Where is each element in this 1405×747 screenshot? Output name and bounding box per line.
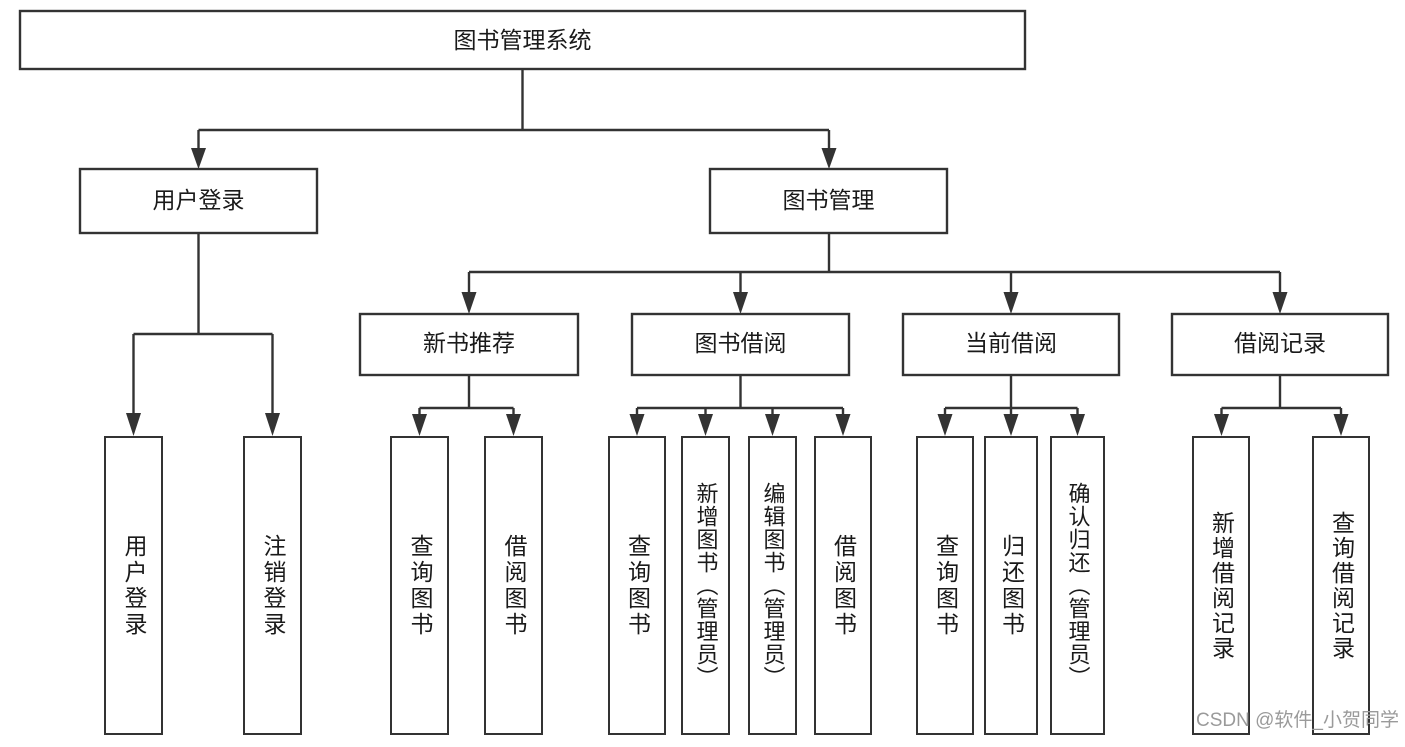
node-book-manage-box[interactable]: [708, 167, 949, 235]
node-leaf-add-book-admin[interactable]: 新增图书（管理员）: [681, 436, 730, 735]
node-leaf-query-borrow-record[interactable]: 查询借阅记录: [1312, 436, 1370, 735]
node-borrow-record-box[interactable]: [1170, 312, 1390, 377]
node-leaf-add-book-admin-label: 新增图书（管理员）: [693, 482, 719, 689]
node-borrow-record[interactable]: 借阅记录: [1170, 312, 1390, 377]
arrow-head-icon: [835, 414, 851, 436]
node-root-system[interactable]: 图书管理系统: [18, 9, 1027, 71]
node-leaf-query-books-borrow-label: 查询图书: [624, 533, 651, 638]
node-leaf-user-login-label: 用户登录: [121, 533, 147, 638]
node-leaf-query-books-rec[interactable]: 查询图书: [390, 436, 449, 735]
connector-root-to-level1: [191, 69, 837, 169]
node-leaf-borrow-books-rec[interactable]: 借阅图书: [484, 436, 543, 735]
node-book-manage[interactable]: 图书管理: [708, 167, 949, 235]
arrow-head-icon: [461, 292, 477, 314]
arrow-head-icon: [733, 292, 748, 314]
node-leaf-query-books-rec-label: 查询图书: [407, 533, 433, 638]
node-leaf-query-books-current[interactable]: 查询图书: [916, 436, 974, 735]
arrow-head-icon: [1214, 414, 1229, 436]
arrow-head-icon: [1070, 414, 1085, 436]
node-leaf-borrow-books[interactable]: 借阅图书: [814, 436, 872, 735]
arrow-head-icon: [1272, 292, 1288, 314]
connector-recommend-to-leaves: [412, 375, 521, 436]
node-leaf-query-books-current-label: 查询图书: [932, 533, 959, 638]
node-new-book-recommend[interactable]: 新书推荐: [358, 312, 580, 377]
node-leaf-edit-book-admin[interactable]: 编辑图书（管理员）: [748, 436, 797, 735]
node-root-system-box[interactable]: [18, 9, 1027, 71]
node-leaf-borrow-books-label: 借阅图书: [830, 533, 857, 638]
node-leaf-user-login[interactable]: 用户登录: [104, 436, 163, 735]
node-leaf-add-borrow-record[interactable]: 新增借阅记录: [1192, 436, 1250, 735]
arrow-head-icon: [765, 414, 780, 436]
arrow-head-icon: [191, 148, 206, 169]
node-leaf-confirm-return-admin-label: 确认归还（管理员）: [1065, 482, 1091, 689]
node-new-book-recommend-box[interactable]: [358, 312, 580, 377]
arrow-head-icon: [698, 414, 713, 436]
connector-borrow-to-leaves: [629, 375, 851, 436]
connector-book-manage-to-level2: [461, 233, 1288, 314]
arrow-head-icon: [629, 414, 645, 436]
node-leaf-user-logout-label: 注销登录: [260, 533, 286, 638]
arrow-head-icon: [1003, 292, 1019, 314]
node-leaf-edit-book-admin-label: 编辑图书（管理员）: [760, 482, 786, 689]
node-current-borrow[interactable]: 当前借阅: [901, 312, 1121, 377]
node-user-login-box[interactable]: [78, 167, 319, 235]
node-leaf-user-logout[interactable]: 注销登录: [243, 436, 302, 735]
arrow-head-icon: [126, 413, 141, 436]
arrow-head-icon: [821, 148, 837, 169]
connector-record-to-leaves: [1214, 375, 1349, 436]
node-leaf-add-borrow-record-label: 新增借阅记录: [1208, 510, 1235, 661]
arrow-head-icon: [1333, 414, 1349, 436]
arrow-head-icon: [937, 414, 953, 436]
node-leaf-return-books[interactable]: 归还图书: [984, 436, 1038, 735]
arrow-head-icon: [412, 414, 427, 436]
node-root-system-label: 图书管理系统: [454, 27, 592, 53]
arrow-head-icon: [506, 414, 521, 436]
arrow-head-icon: [265, 413, 280, 436]
node-leaf-query-books-borrow[interactable]: 查询图书: [608, 436, 666, 735]
node-leaf-borrow-books-rec-label: 借阅图书: [501, 533, 527, 638]
node-current-borrow-label: 当前借阅: [965, 330, 1057, 356]
node-book-borrow-label: 图书借阅: [695, 330, 787, 356]
node-user-login-label: 用户登录: [153, 187, 245, 213]
node-leaf-confirm-return-admin[interactable]: 确认归还（管理员）: [1050, 436, 1105, 735]
node-book-borrow[interactable]: 图书借阅: [630, 312, 851, 377]
node-leaf-query-borrow-record-label: 查询借阅记录: [1328, 510, 1355, 661]
connector-user-login-to-leaves: [126, 233, 280, 436]
node-leaf-return-books-label: 归还图书: [998, 533, 1025, 638]
connector-current-to-leaves: [937, 375, 1085, 436]
node-current-borrow-box[interactable]: [901, 312, 1121, 377]
node-book-manage-label: 图书管理: [783, 187, 875, 213]
node-user-login[interactable]: 用户登录: [78, 167, 319, 235]
node-borrow-record-label: 借阅记录: [1234, 330, 1326, 356]
node-book-borrow-box[interactable]: [630, 312, 851, 377]
arrow-head-icon: [1003, 414, 1019, 436]
node-new-book-recommend-label: 新书推荐: [423, 330, 515, 356]
